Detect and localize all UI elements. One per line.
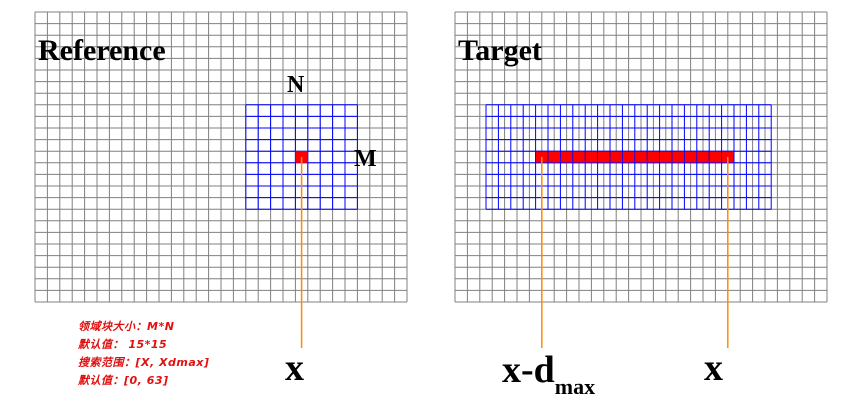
search-strip-cell [584, 150, 599, 164]
search-strip-cell [572, 150, 586, 164]
target-label-x: x [704, 347, 723, 389]
search-strip-cell [547, 150, 561, 164]
search-strip-cell [684, 150, 698, 164]
search-strip-cell [634, 150, 648, 164]
x-d-text: x-d [502, 349, 555, 391]
note-block-size: 领域块大小：M*N [78, 320, 175, 333]
note-default-size: 默认值： 15*15 [78, 338, 168, 351]
pointers [300, 157, 729, 348]
note-search-range: 搜索范围：[X, Xdmax] [78, 356, 210, 369]
search-strip-cell [708, 150, 723, 164]
search-strip-cell [560, 150, 574, 164]
search-strip-cell [659, 150, 673, 164]
search-strip-cell [609, 150, 623, 164]
target-title: Target [458, 34, 542, 67]
ref-label-x: x [285, 347, 304, 389]
search-strip-cell [696, 150, 710, 164]
reference-title: Reference [38, 34, 166, 67]
label-m: M [354, 146, 377, 172]
search-strip-cell [597, 150, 611, 164]
search-strip-cell [646, 150, 661, 164]
note-default-range: 默认值：[0, 63] [78, 374, 169, 387]
target-label-x-dmax: x-dmax [502, 349, 595, 399]
max-subscript: max [555, 374, 595, 399]
search-strip-cell [622, 150, 636, 164]
search-strip-cell [671, 150, 685, 164]
label-n: N [287, 72, 305, 98]
